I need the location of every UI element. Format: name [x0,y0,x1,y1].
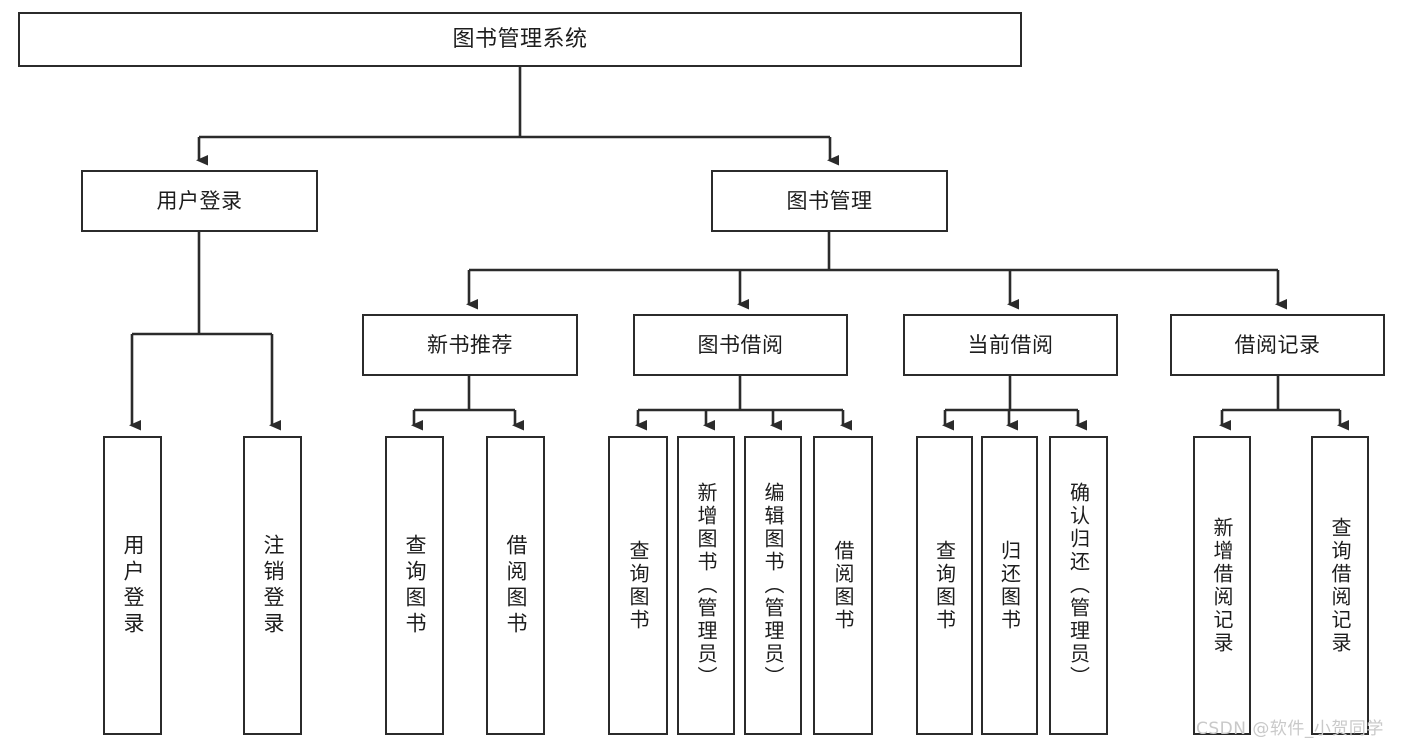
node-book-management[interactable]: 图书管理 [711,170,948,232]
node-label: 查询图书 [626,539,650,632]
leaf-logout[interactable]: 注销登录 [243,436,302,735]
node-new-book-recommend[interactable]: 新书推荐 [362,314,578,376]
node-borrow-record[interactable]: 借阅记录 [1170,314,1385,376]
node-current-borrow[interactable]: 当前借阅 [903,314,1118,376]
node-label: 当前借阅 [967,332,1054,357]
node-book-borrow[interactable]: 图书借阅 [633,314,848,376]
leaf-add-book-admin[interactable]: 新增图书（管理员） [677,436,735,735]
node-label: 借阅记录 [1234,332,1321,357]
node-label: 确认归还（管理员） [1066,482,1091,689]
node-root-system[interactable]: 图书管理系统 [18,12,1022,67]
node-label: 新书推荐 [427,332,513,357]
node-label: 查询图书 [403,533,427,638]
leaf-query-book-recommend[interactable]: 查询图书 [385,436,444,735]
node-label: 归还图书 [997,539,1022,632]
node-label: 新增图书（管理员） [694,482,718,689]
node-label: 借阅图书 [831,539,855,632]
node-label: 注销登录 [261,533,285,638]
leaf-borrow-book-recommend[interactable]: 借阅图书 [486,436,545,735]
node-label: 图书管理系统 [452,26,588,52]
node-label: 图书借阅 [697,332,784,357]
node-label: 查询图书 [932,539,957,632]
node-label: 用户登录 [156,188,243,213]
leaf-user-login[interactable]: 用户登录 [103,436,162,735]
leaf-confirm-return-admin[interactable]: 确认归还（管理员） [1049,436,1108,735]
leaf-query-borrow-record[interactable]: 查询借阅记录 [1311,436,1369,735]
leaf-return-book[interactable]: 归还图书 [981,436,1038,735]
leaf-query-book-current[interactable]: 查询图书 [916,436,973,735]
node-label: 查询借阅记录 [1328,516,1352,655]
node-user-login[interactable]: 用户登录 [81,170,318,232]
node-label: 用户登录 [121,533,145,638]
node-label: 新增借阅记录 [1210,516,1234,655]
leaf-edit-book-admin[interactable]: 编辑图书（管理员） [744,436,802,735]
node-label: 借阅图书 [504,533,528,638]
csdn-watermark: CSDN @软件_小贺同学 [1196,719,1384,739]
leaf-borrow-book[interactable]: 借阅图书 [813,436,873,735]
leaf-query-book-borrow[interactable]: 查询图书 [608,436,668,735]
leaf-add-borrow-record[interactable]: 新增借阅记录 [1193,436,1251,735]
node-label: 图书管理 [786,188,873,213]
node-label: 编辑图书（管理员） [761,482,785,689]
